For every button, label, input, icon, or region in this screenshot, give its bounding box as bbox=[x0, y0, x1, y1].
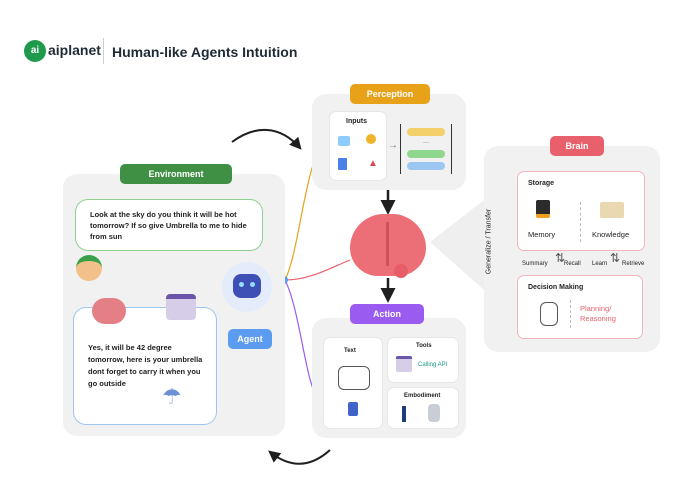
decision-making-card: Decision Making Planning/ Reasoning bbox=[518, 276, 642, 338]
learn-label: Learn bbox=[592, 261, 608, 267]
audio-input-icon bbox=[366, 134, 376, 144]
recall-label: Recall bbox=[564, 261, 581, 267]
environment-answer-bubble: Yes, it will be 42 degree tomorrow, here… bbox=[74, 308, 216, 424]
action-tools-card: Tools Calling API bbox=[388, 338, 458, 382]
environment-answer-text: Yes, it will be 42 degree tomorrow, here… bbox=[88, 343, 203, 388]
umbrella-icon: ☂ bbox=[162, 384, 182, 409]
storage-title: Storage bbox=[528, 180, 555, 187]
decision-title: Decision Making bbox=[528, 284, 584, 291]
storage-divider bbox=[580, 202, 581, 242]
central-brain-icon bbox=[350, 214, 426, 278]
planning-reasoning-label: Planning/ Reasoning bbox=[580, 304, 616, 323]
brain-model-icon bbox=[92, 298, 126, 324]
action-label: Action bbox=[350, 304, 424, 324]
brain-label: Brain bbox=[550, 136, 604, 156]
network-graph-icon bbox=[338, 366, 370, 390]
document-input-icon bbox=[338, 158, 347, 170]
memory-card-icon bbox=[536, 200, 550, 218]
perception-inputs-card: Inputs ▲ bbox=[330, 112, 386, 180]
environment-question-text: Look at the sky do you think it will be … bbox=[90, 210, 247, 241]
text-title: Text bbox=[344, 348, 356, 354]
retrieve-label: Retrieve bbox=[622, 261, 645, 267]
logo-badge-icon: ai bbox=[24, 40, 46, 62]
robot-arm-icon bbox=[402, 406, 406, 422]
text-document-icon bbox=[348, 402, 358, 416]
logo-text: aiplanet bbox=[48, 42, 101, 58]
summary-label: Summary bbox=[522, 261, 548, 267]
inputs-title: Inputs bbox=[346, 118, 367, 125]
embedding-vectors-icon: ··· bbox=[400, 124, 452, 174]
embodiment-title: Embodiment bbox=[404, 393, 441, 399]
perception-arrow-icon: → bbox=[388, 140, 398, 151]
user-avatar-icon bbox=[76, 255, 102, 281]
page-title: Human-like Agents Intuition bbox=[112, 44, 298, 60]
agent-label: Agent bbox=[228, 329, 272, 349]
header-divider bbox=[103, 38, 104, 64]
environment-label: Environment bbox=[120, 164, 232, 184]
storage-card: Storage Memory Knowledge bbox=[518, 172, 644, 250]
planning-flow-icon bbox=[540, 302, 558, 326]
browser-search-icon bbox=[166, 294, 196, 320]
recall-arrows-icon: ⇅ bbox=[555, 251, 566, 265]
generalize-transfer-text: Generalize / Transfer bbox=[485, 208, 493, 275]
knowledge-label: Knowledge bbox=[592, 230, 630, 239]
location-input-icon: ▲ bbox=[368, 158, 378, 169]
environment-question-bubble: Look at the sky do you think it will be … bbox=[76, 200, 262, 250]
humanoid-robot-icon bbox=[428, 404, 440, 422]
action-embodiment-card: Embodiment bbox=[388, 388, 458, 428]
image-input-icon bbox=[338, 136, 350, 146]
memory-label: Memory bbox=[528, 230, 556, 239]
action-text-card: Text bbox=[324, 338, 382, 428]
agent-robot-icon[interactable] bbox=[222, 262, 272, 312]
book-icon bbox=[600, 202, 624, 218]
robot-face-icon bbox=[233, 274, 261, 298]
decision-divider bbox=[570, 300, 571, 328]
tools-title: Tools bbox=[416, 343, 432, 349]
calling-api-text: Calling API bbox=[418, 362, 448, 368]
perception-label: Perception bbox=[350, 84, 430, 104]
tools-browser-icon[interactable] bbox=[396, 356, 412, 372]
retrieve-arrows-icon: ⇅ bbox=[610, 251, 621, 265]
